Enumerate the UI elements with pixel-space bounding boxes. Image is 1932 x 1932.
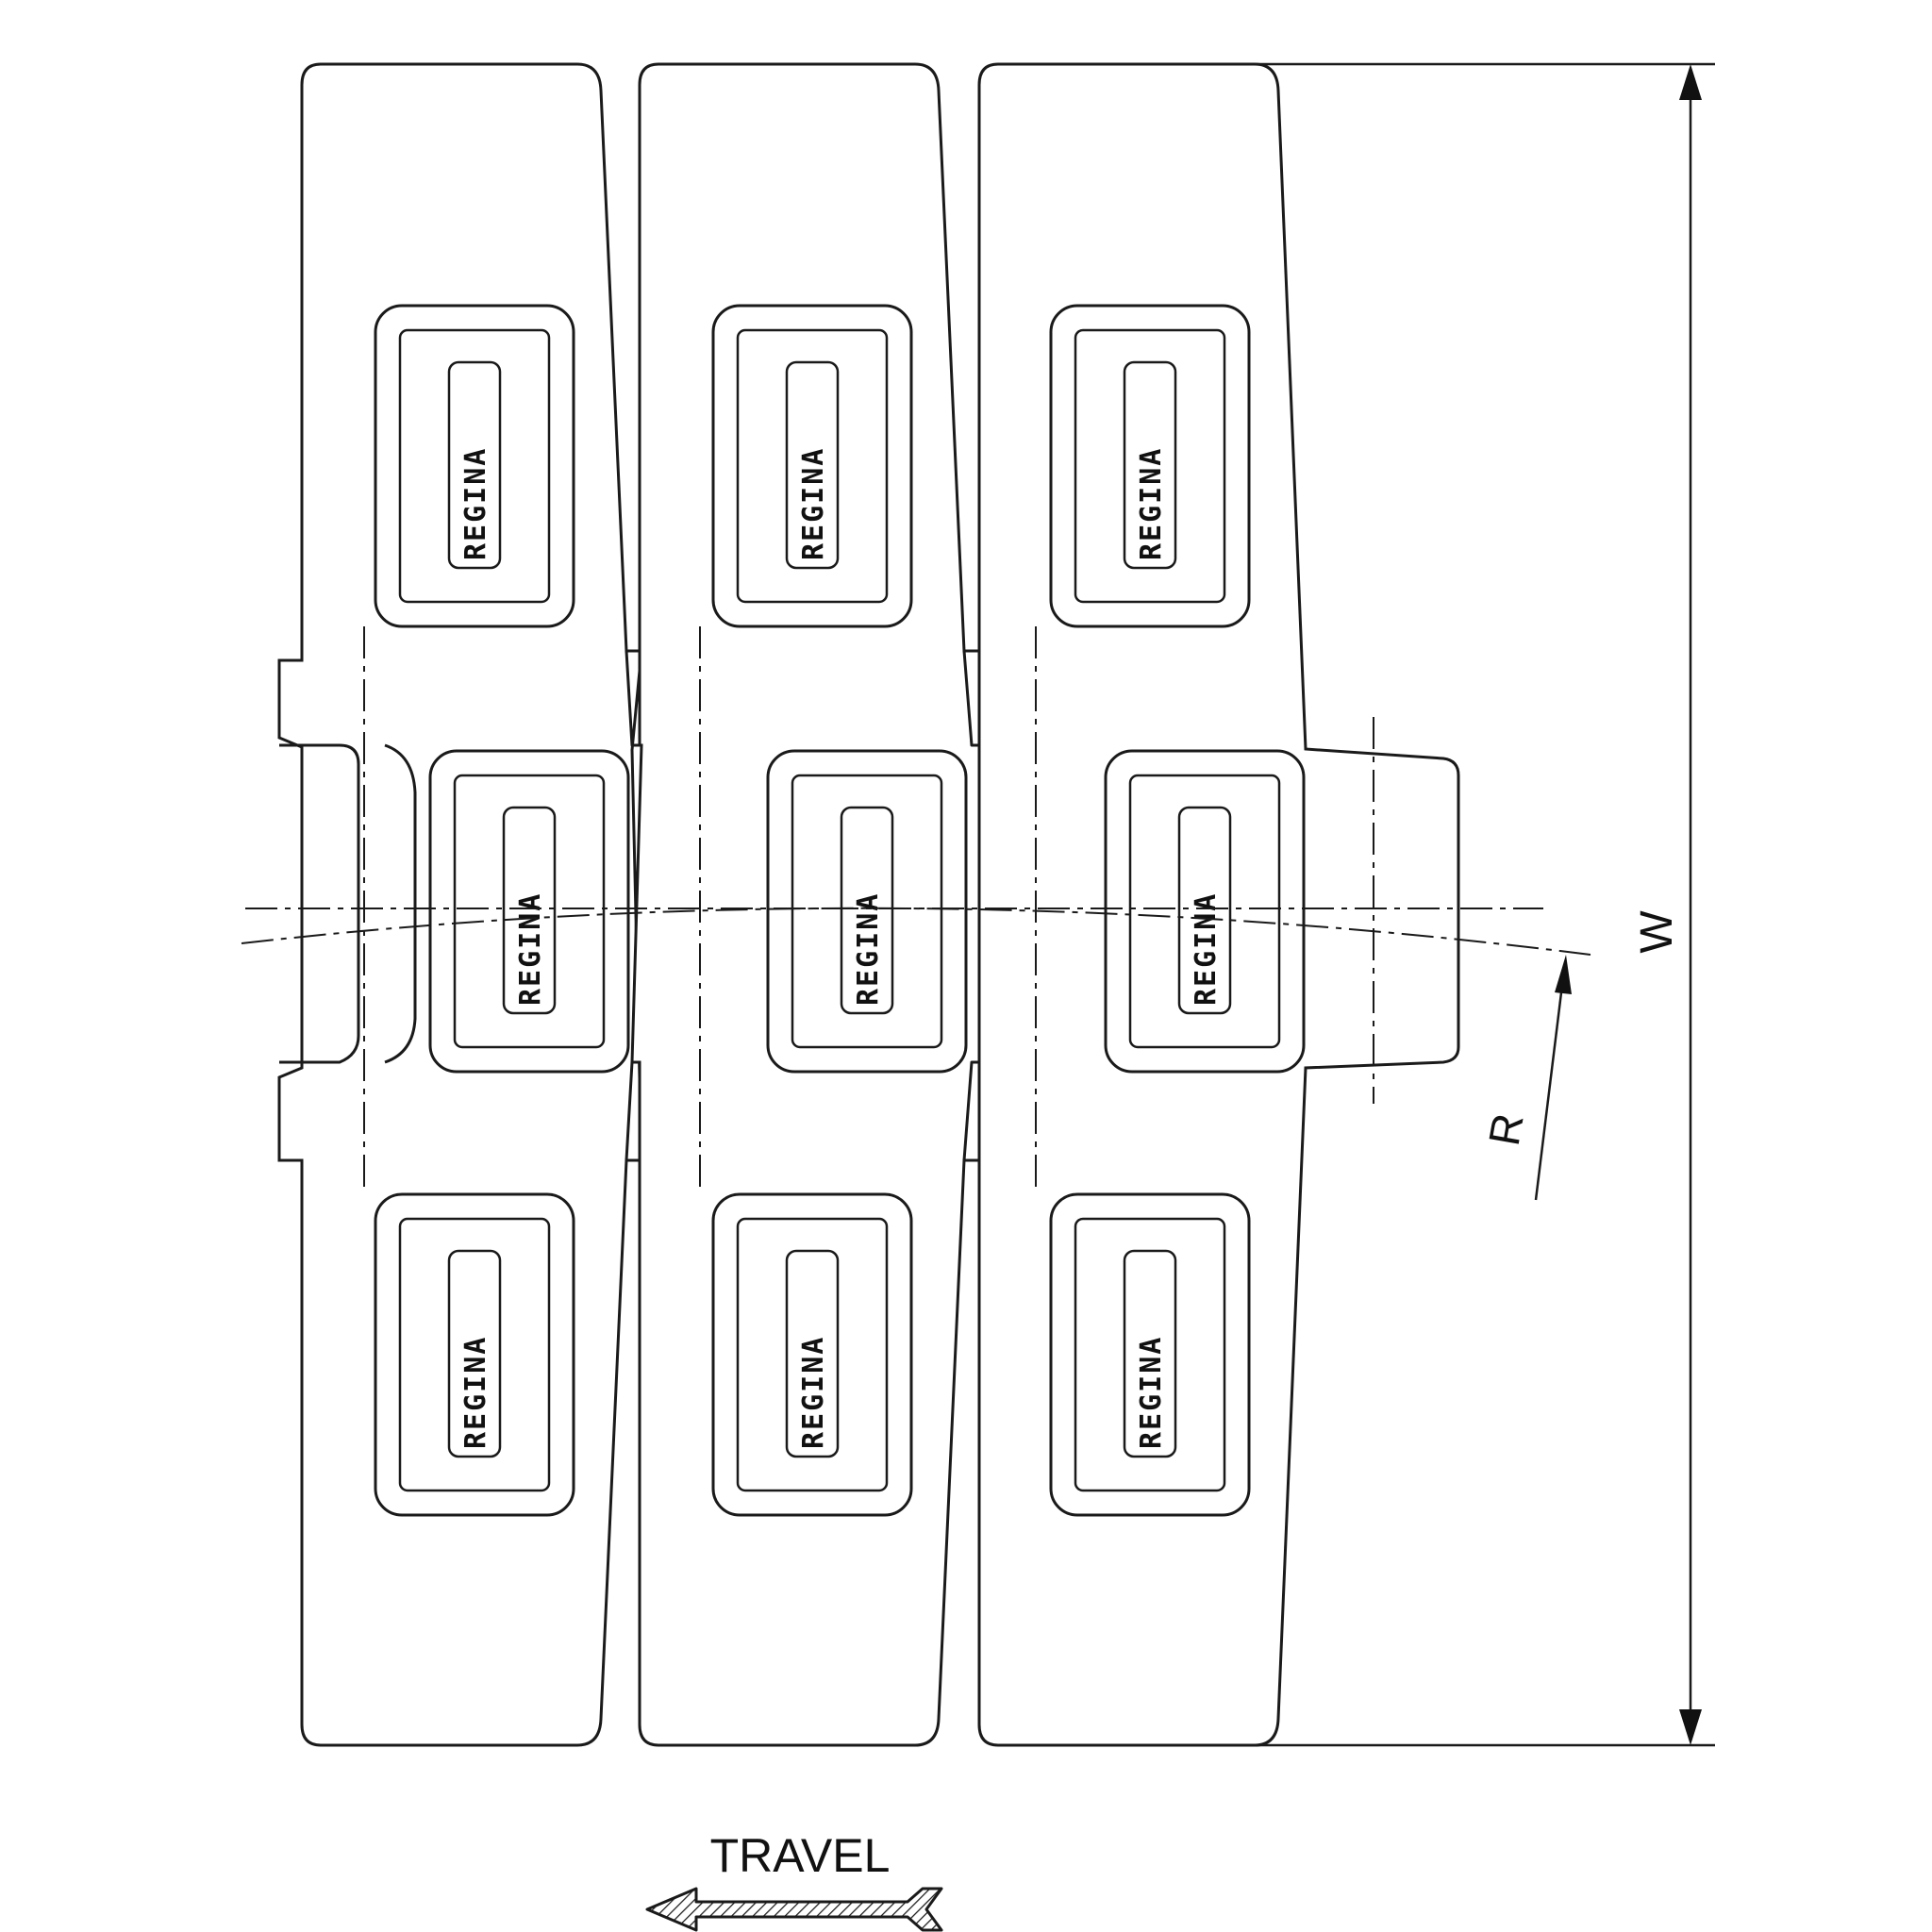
logo-plate-1-top: REGINA <box>374 304 575 628</box>
regina-logo: REGINA <box>797 447 830 560</box>
regina-logo: REGINA <box>459 447 492 560</box>
logo-plate-2-top: REGINA <box>711 304 913 628</box>
logo-plate-2-middle: REGINA <box>766 749 968 1074</box>
logo-plate-2-bottom: REGINA <box>711 1192 913 1517</box>
logo-plate-1-bottom: REGINA <box>374 1192 575 1517</box>
regina-logo: REGINA <box>1190 892 1223 1006</box>
logo-plate-3-middle: REGINA <box>1104 749 1306 1074</box>
regina-logo: REGINA <box>1135 1336 1168 1449</box>
regina-logo: REGINA <box>514 892 547 1006</box>
regina-logo: REGINA <box>459 1336 492 1449</box>
regina-logo: REGINA <box>1135 447 1168 560</box>
radius-dimension: R <box>1479 955 1572 1201</box>
regina-logo: REGINA <box>797 1336 830 1449</box>
travel-indicator: TRAVEL <box>645 1829 943 1932</box>
logo-plate-3-bottom: REGINA <box>1049 1192 1251 1517</box>
logo-plate-3-top: REGINA <box>1049 304 1251 628</box>
width-dimension: W <box>1255 62 1715 1747</box>
travel-label: TRAVEL <box>710 1829 891 1882</box>
travel-arrow-icon <box>645 1887 943 1932</box>
regina-logo: REGINA <box>852 892 885 1006</box>
width-label: W <box>1632 910 1682 954</box>
center-lines <box>241 626 1591 1194</box>
radius-label: R <box>1479 1109 1533 1149</box>
logo-plate-1-middle: REGINA <box>428 749 630 1074</box>
